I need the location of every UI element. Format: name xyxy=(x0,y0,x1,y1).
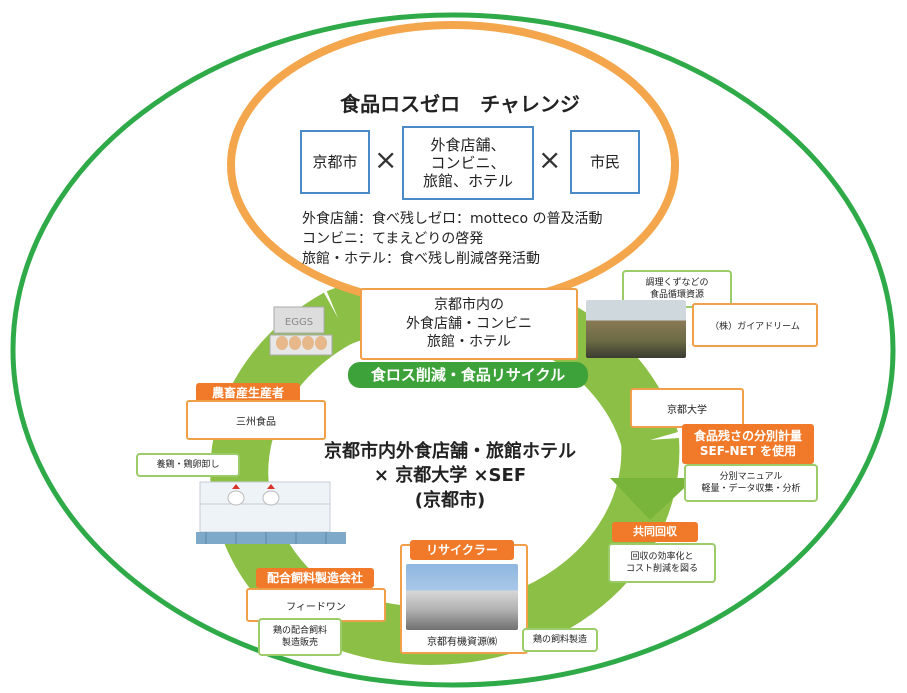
sef-net-label: 食品残さの分別計量 SEF-NET を使用 xyxy=(693,429,802,458)
joint-collection-label: 回収の効率化と コスト削減を図る xyxy=(625,551,698,574)
egg-carton-icon: EGGS xyxy=(269,306,333,356)
times-symbol-2: × xyxy=(538,143,562,176)
feed-company-tag: 配合飼料製造会社 xyxy=(256,568,374,588)
farmer-tag: 農畜産生産者 xyxy=(196,383,300,403)
kyoto-city-label: 京都市 xyxy=(312,153,358,171)
feed-company-box: フィードワン xyxy=(246,588,386,622)
recycle-banner: 食ロス削減・食品リサイクル xyxy=(348,362,588,388)
chicken-farm-icon xyxy=(196,481,346,544)
challenge-line-3: 旅館・ホテル：食べ残し削減啓発活動 xyxy=(302,251,540,267)
recycler-company-label: 京都有機資源㈱ xyxy=(427,637,497,648)
kyoto-city-box: 京都市 xyxy=(300,130,370,194)
joint-collection-box: 回収の効率化と コスト削減を図る xyxy=(608,543,716,583)
citizen-box: 市民 xyxy=(570,130,640,194)
times-symbol-1: × xyxy=(374,143,398,176)
arrow-head-right xyxy=(610,478,695,520)
cycle-center-text: 京都市内外食店舗・旅館ホテル × 京都大学 ×SEF (京都市) xyxy=(324,441,576,511)
farmer-desc-label: 養鶏・鶏卵卸し xyxy=(156,459,220,470)
kyoto-business-box: 京都市内の 外食店舗・コンビニ 旅館・ホテル xyxy=(360,288,578,360)
outer-ellipse xyxy=(10,12,896,688)
sorting-manual-label: 分別マニュアル 軽量・データ収集・分析 xyxy=(701,471,801,494)
kyoto-university-label: 京都大学 xyxy=(667,404,707,416)
challenge-line-1: 外食店舗：食べ残しゼロ：motteco の普及活動 xyxy=(302,211,603,227)
farmer-company-label: 三州食品 xyxy=(236,416,276,428)
recycler-desc-box: 鶏の飼料製造 xyxy=(522,628,598,652)
kyoto-university-box: 京都大学 xyxy=(630,388,744,428)
challenge-line-2: コンビニ：てまえどりの啓発 xyxy=(302,231,484,247)
kyoto-business-label: 京都市内の 外食店舗・コンビニ 旅館・ホテル xyxy=(406,296,532,351)
recycler-desc-label: 鶏の飼料製造 xyxy=(532,634,587,645)
challenge-title: 食品ロスゼロ チャレンジ xyxy=(340,92,580,116)
food-resource-label: 調理くずなどの 食品循環資源 xyxy=(645,277,709,300)
farmer-company-box: 三州食品 xyxy=(186,400,326,440)
egg-label: EGGS xyxy=(285,317,313,328)
business-label: 外食店舗、 コンビニ、 旅館、ホテル xyxy=(422,136,513,190)
recycler-tag: リサイクラー xyxy=(410,540,514,560)
joint-collection-tag: 共同回収 xyxy=(612,522,698,542)
feed-company-label: フィードワン xyxy=(286,601,346,613)
feed-desc-label: 鶏の配合飼料 製造販売 xyxy=(272,625,327,648)
gaia-company-box: （株）ガイアドリーム xyxy=(692,303,818,347)
sef-net-tag: 食品残さの分別計量 SEF-NET を使用 xyxy=(682,424,814,464)
sorting-manual-box: 分別マニュアル 軽量・データ収集・分析 xyxy=(684,464,818,502)
citizen-label: 市民 xyxy=(589,153,620,171)
gaia-facility-photo xyxy=(586,300,686,358)
gaia-company-label: （株）ガイアドリーム xyxy=(710,321,800,332)
farmer-desc-box: 養鶏・鶏卵卸し xyxy=(136,453,240,477)
recycler-facility-photo xyxy=(406,564,518,630)
feed-desc-box: 鶏の配合飼料 製造販売 xyxy=(258,618,342,656)
business-box: 外食店舗、 コンビニ、 旅館、ホテル xyxy=(402,126,534,200)
